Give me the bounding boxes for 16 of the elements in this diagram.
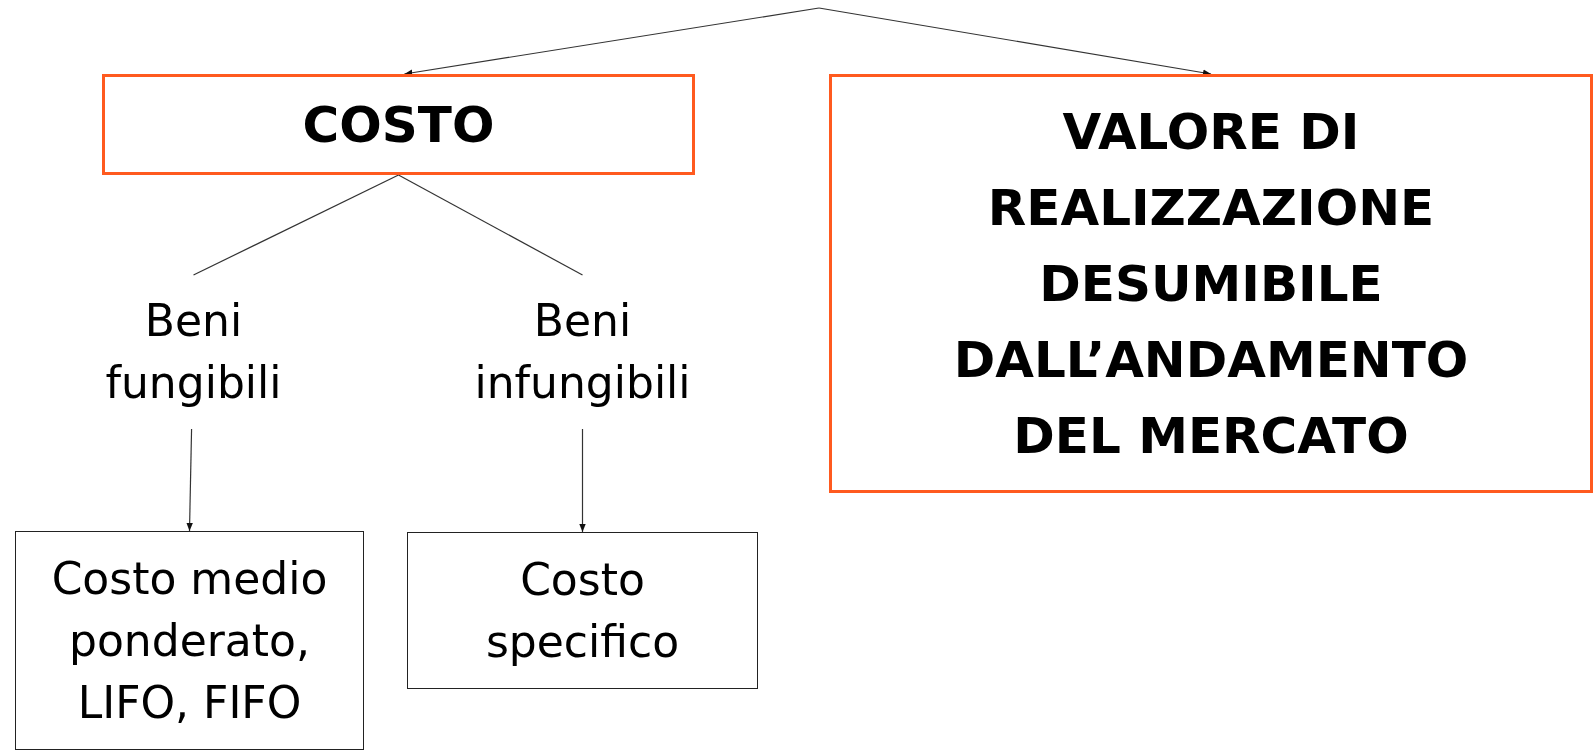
arrow: [818, 7, 1212, 76]
node-label: Beni infungibili: [473, 294, 692, 410]
highlight-box: [102, 74, 695, 175]
process-box: [15, 531, 364, 750]
box-text: Costo medio ponderato, LIFO, FIFO: [50, 551, 329, 730]
connector-line: [397, 174, 584, 276]
connector-line: [192, 174, 400, 276]
process-box: [407, 532, 758, 689]
node-label: Beni fungibili: [104, 294, 283, 410]
highlight-box: [829, 74, 1593, 493]
box-text: Costo specifico: [484, 552, 681, 669]
arrow: [403, 7, 820, 76]
box-text: VALORE DI REALIZZAZIONE DESUMIBILE DALL’ANDAMENTO DEL MERCATO: [952, 101, 1470, 467]
box-text: COSTO: [302, 94, 495, 156]
arrow: [186, 428, 193, 532]
arrow: [579, 428, 586, 533]
